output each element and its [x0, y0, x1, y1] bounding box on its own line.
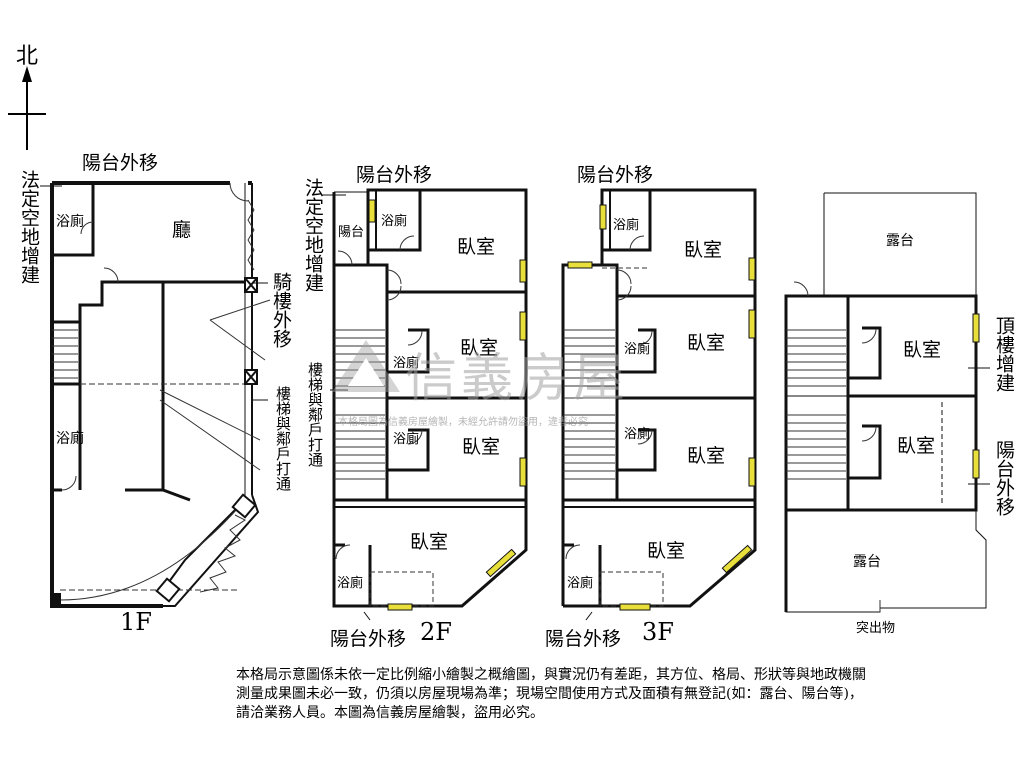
room-labels: 浴廁 廳 浴廁 陽台 浴廁 臥室 浴廁 臥室 浴廁 臥室 臥室 浴廁 浴廁 臥室… [56, 213, 941, 636]
room-2f-bed-1: 臥室 [457, 236, 495, 258]
label-2f-legal-open-space: 法定空地增建 [302, 178, 324, 292]
label-1f-legal-open-space: 法定空地增建 [18, 170, 40, 284]
floor-3f-details [563, 235, 664, 607]
label-1f-balcony-shift: 陽台外移 [82, 152, 159, 174]
room-3f-bed-2: 臥室 [687, 332, 725, 354]
room-roof-bed-2: 臥室 [897, 435, 935, 457]
room-roof-bed-1: 臥室 [903, 339, 941, 361]
room-3f-bath-1: 浴廁 [613, 217, 639, 233]
room-2f-bed-3: 臥室 [462, 436, 500, 458]
label-roof-addition: 頂樓增建 [993, 316, 1015, 392]
room-3f-bed-4: 臥室 [647, 540, 685, 562]
label-3f-balcony-shift-top: 陽台外移 [577, 164, 654, 186]
north-label: 北 [16, 44, 39, 69]
room-3f-bath-3: 浴廁 [624, 426, 650, 442]
label-1f-stair-neighbor: 樓梯與鄰戶打通 [274, 386, 292, 491]
label-2f-balcony-shift-bottom: 陽台外移 [330, 628, 407, 650]
room-3f-bath-2: 浴廁 [624, 341, 650, 357]
disclaimer-text: 本格局示意圖係未依一定比例縮小繪製之概繪圖，與實況仍有差距，其方位、格局、形狀等… [236, 667, 866, 721]
room-2f-bath-1: 浴廁 [381, 213, 407, 229]
room-1f-living: 廳 [172, 219, 191, 241]
room-roof-terrace-top: 露台 [886, 233, 914, 249]
label-3f-floor: 3F [642, 618, 674, 646]
annotation-leaders [40, 185, 990, 621]
room-2f-bath-2: 浴廁 [393, 355, 419, 371]
room-1f-bath-mid: 浴廁 [56, 430, 84, 447]
label-2f-floor: 2F [420, 618, 452, 646]
room-roof-terrace-bottom: 露台 [853, 554, 881, 570]
room-3f-bed-3: 臥室 [687, 445, 725, 467]
room-3f-bath-4: 浴廁 [567, 575, 593, 591]
watermark-brand: 信義房屋 [405, 349, 630, 409]
brand-logo-icon [332, 340, 400, 392]
floor-2f-windows [368, 199, 527, 611]
floor-3f-windows [567, 204, 756, 611]
label-1f-arcade-shift: 騎樓外移 [270, 272, 292, 348]
room-2f-balcony: 陽台 [338, 225, 364, 240]
label-roof-balcony-shift: 陽台外移 [993, 440, 1015, 516]
room-2f-bed-2: 臥室 [460, 337, 498, 359]
label-1f-floor: 1F [120, 608, 152, 636]
room-3f-bed-1: 臥室 [684, 239, 722, 261]
label-2f-stair-neighbor: 樓梯與鄰戶打通 [306, 362, 324, 467]
room-2f-bath-4: 浴廁 [337, 575, 363, 591]
floor-1f-plan [50, 181, 260, 608]
floor-roof-plan [784, 192, 987, 613]
watermark-notice: 本格局圖為信義房屋繪製，未經允許請勿盜用，違者必究 [338, 417, 588, 428]
floor-roof-details [786, 281, 881, 612]
north-arrow-icon [8, 66, 46, 150]
floor-1f-columns [51, 277, 258, 607]
room-2f-bed-4: 臥室 [410, 531, 448, 553]
floor-1f-details [52, 182, 271, 601]
room-1f-bath-top: 浴廁 [56, 213, 84, 230]
label-2f-balcony-shift-top: 陽台外移 [356, 164, 433, 186]
floor-2f-details [334, 235, 434, 607]
label-3f-balcony-shift-bottom: 陽台外移 [545, 628, 622, 650]
label-roof-projection: 突出物 [856, 620, 895, 636]
floor-3f-plan [561, 188, 757, 608]
floor-roof-windows [972, 313, 980, 479]
room-2f-bath-3: 浴廁 [393, 431, 419, 447]
